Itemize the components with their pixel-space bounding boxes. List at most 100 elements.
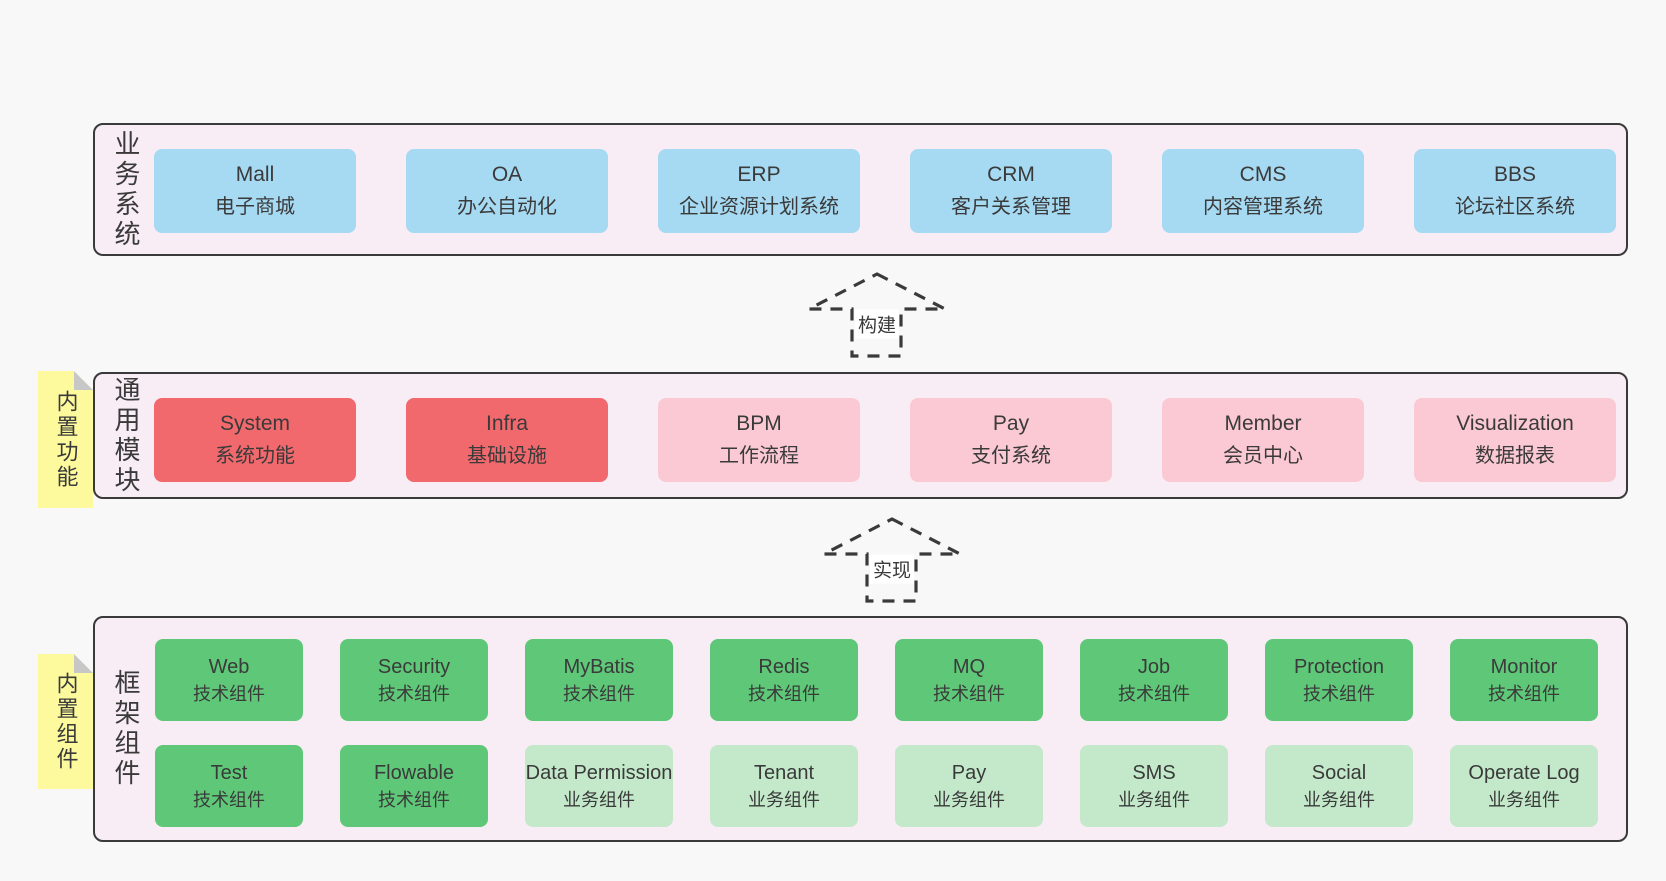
box-title: Operate Log bbox=[1468, 761, 1580, 784]
box-subtitle: 技术组件 bbox=[563, 683, 635, 704]
box-title: Redis bbox=[758, 655, 810, 678]
box-subtitle: 技术组件 bbox=[193, 683, 265, 704]
box-tenant: Tenant 业务组件 bbox=[710, 745, 858, 827]
implement-arrow-icon: 实现 bbox=[821, 517, 963, 603]
box-flowable: Flowable 技术组件 bbox=[340, 745, 488, 827]
box-subtitle: 论坛社区系统 bbox=[1455, 196, 1575, 219]
box-cms: CMS 内容管理系统 bbox=[1162, 149, 1364, 233]
box-title: Visualization bbox=[1456, 411, 1574, 435]
section-label-common-modules: 通用模块 bbox=[111, 375, 141, 496]
modules-box-row: System 系统功能 Infra 基础设施 BPM 工作流程 Pay 支付系统… bbox=[154, 398, 1616, 482]
components-box-row-1: Web 技术组件 Security 技术组件 MyBatis 技术组件 Redi… bbox=[155, 639, 1598, 721]
box-subtitle: 电子商城 bbox=[215, 196, 295, 219]
box-title: Web bbox=[208, 655, 250, 678]
box-mq: MQ 技术组件 bbox=[895, 639, 1043, 721]
box-subtitle: 办公自动化 bbox=[457, 196, 557, 219]
sticky-fold-corner-icon bbox=[74, 371, 93, 390]
box-title: MQ bbox=[952, 655, 986, 678]
box-subtitle: 技术组件 bbox=[193, 789, 265, 810]
box-pay-component: Pay 业务组件 bbox=[895, 745, 1043, 827]
up-block-arrow-icon bbox=[823, 517, 961, 603]
box-bbs: BBS 论坛社区系统 bbox=[1414, 149, 1616, 233]
box-title: CRM bbox=[987, 162, 1035, 186]
box-subtitle: 工作流程 bbox=[719, 445, 799, 468]
box-title: ERP bbox=[737, 162, 781, 186]
box-mall: Mall 电子商城 bbox=[154, 149, 356, 233]
box-subtitle: 客户关系管理 bbox=[951, 196, 1071, 219]
build-arrow-icon: 构建 bbox=[806, 272, 948, 358]
sticky-fold-corner-icon bbox=[74, 654, 93, 673]
box-crm: CRM 客户关系管理 bbox=[910, 149, 1112, 233]
box-redis: Redis 技术组件 bbox=[710, 639, 858, 721]
box-web: Web 技术组件 bbox=[155, 639, 303, 721]
box-title: Monitor bbox=[1490, 655, 1558, 678]
box-subtitle: 技术组件 bbox=[748, 683, 820, 704]
box-title: BBS bbox=[1493, 162, 1537, 186]
box-data-permission: Data Permission 业务组件 bbox=[525, 745, 673, 827]
box-erp: ERP 企业资源计划系统 bbox=[658, 149, 860, 233]
box-subtitle: 技术组件 bbox=[378, 789, 450, 810]
box-subtitle: 企业资源计划系统 bbox=[679, 196, 839, 219]
box-title: OA bbox=[491, 162, 523, 186]
box-infra: Infra 基础设施 bbox=[406, 398, 608, 482]
sticky-note-built-in-features: 内置功能 bbox=[38, 371, 93, 508]
box-title: Flowable bbox=[373, 761, 455, 784]
box-test: Test 技术组件 bbox=[155, 745, 303, 827]
box-subtitle: 技术组件 bbox=[1303, 683, 1375, 704]
box-subtitle: 业务组件 bbox=[933, 789, 1005, 810]
box-title: Pay bbox=[992, 411, 1030, 435]
box-subtitle: 系统功能 bbox=[215, 445, 295, 468]
components-box-row-2: Test 技术组件 Flowable 技术组件 Data Permission … bbox=[155, 745, 1598, 827]
box-subtitle: 业务组件 bbox=[1118, 789, 1190, 810]
box-title: System bbox=[219, 411, 290, 435]
box-job: Job 技术组件 bbox=[1080, 639, 1228, 721]
box-subtitle: 技术组件 bbox=[1488, 683, 1560, 704]
sticky-note-built-in-components: 内置组件 bbox=[38, 654, 93, 789]
box-title: Member bbox=[1224, 411, 1302, 435]
box-mybatis: MyBatis 技术组件 bbox=[525, 639, 673, 721]
box-subtitle: 会员中心 bbox=[1223, 445, 1303, 468]
box-title: BPM bbox=[736, 411, 782, 435]
sticky-note-label: 内置组件 bbox=[53, 671, 79, 772]
box-operate-log: Operate Log 业务组件 bbox=[1450, 745, 1598, 827]
box-subtitle: 内容管理系统 bbox=[1203, 196, 1323, 219]
box-sms: SMS 业务组件 bbox=[1080, 745, 1228, 827]
up-block-arrow-icon bbox=[808, 272, 946, 358]
box-title: MyBatis bbox=[563, 655, 635, 678]
section-label-framework-components: 框架组件 bbox=[111, 669, 141, 789]
box-title: Test bbox=[210, 761, 248, 784]
box-visualization: Visualization 数据报表 bbox=[1414, 398, 1616, 482]
box-oa: OA 办公自动化 bbox=[406, 149, 608, 233]
sticky-note-label: 内置功能 bbox=[53, 389, 79, 490]
box-social: Social 业务组件 bbox=[1265, 745, 1413, 827]
box-subtitle: 业务组件 bbox=[748, 789, 820, 810]
box-title: Pay bbox=[951, 761, 987, 784]
business-box-row: Mall 电子商城 OA 办公自动化 ERP 企业资源计划系统 CRM 客户关系… bbox=[154, 149, 1616, 233]
section-framework-components: 框架组件 Web 技术组件 Security 技术组件 MyBatis 技术组件… bbox=[93, 616, 1628, 842]
section-label-business-systems: 业务系统 bbox=[111, 129, 141, 250]
section-common-modules: 通用模块 System 系统功能 Infra 基础设施 BPM 工作流程 Pay… bbox=[93, 372, 1628, 499]
box-title: Security bbox=[377, 655, 451, 678]
box-title: Protection bbox=[1293, 655, 1385, 678]
box-subtitle: 业务组件 bbox=[1488, 789, 1560, 810]
box-subtitle: 技术组件 bbox=[933, 683, 1005, 704]
box-subtitle: 技术组件 bbox=[378, 683, 450, 704]
build-arrow-label: 构建 bbox=[854, 309, 900, 339]
box-title: SMS bbox=[1132, 761, 1176, 784]
box-protection: Protection 技术组件 bbox=[1265, 639, 1413, 721]
box-title: Infra bbox=[485, 411, 529, 435]
box-member: Member 会员中心 bbox=[1162, 398, 1364, 482]
box-subtitle: 业务组件 bbox=[563, 789, 635, 810]
implement-arrow-label: 实现 bbox=[869, 554, 915, 584]
box-subtitle: 数据报表 bbox=[1475, 445, 1555, 468]
box-subtitle: 支付系统 bbox=[971, 445, 1051, 468]
box-subtitle: 技术组件 bbox=[1118, 683, 1190, 704]
box-title: Mall bbox=[235, 162, 275, 186]
box-security: Security 技术组件 bbox=[340, 639, 488, 721]
box-subtitle: 基础设施 bbox=[467, 445, 547, 468]
box-title: Job bbox=[1137, 655, 1171, 678]
section-business-systems: 业务系统 Mall 电子商城 OA 办公自动化 ERP 企业资源计划系统 CRM… bbox=[93, 123, 1628, 256]
box-title: Tenant bbox=[753, 761, 815, 784]
box-title: Social bbox=[1311, 761, 1367, 784]
